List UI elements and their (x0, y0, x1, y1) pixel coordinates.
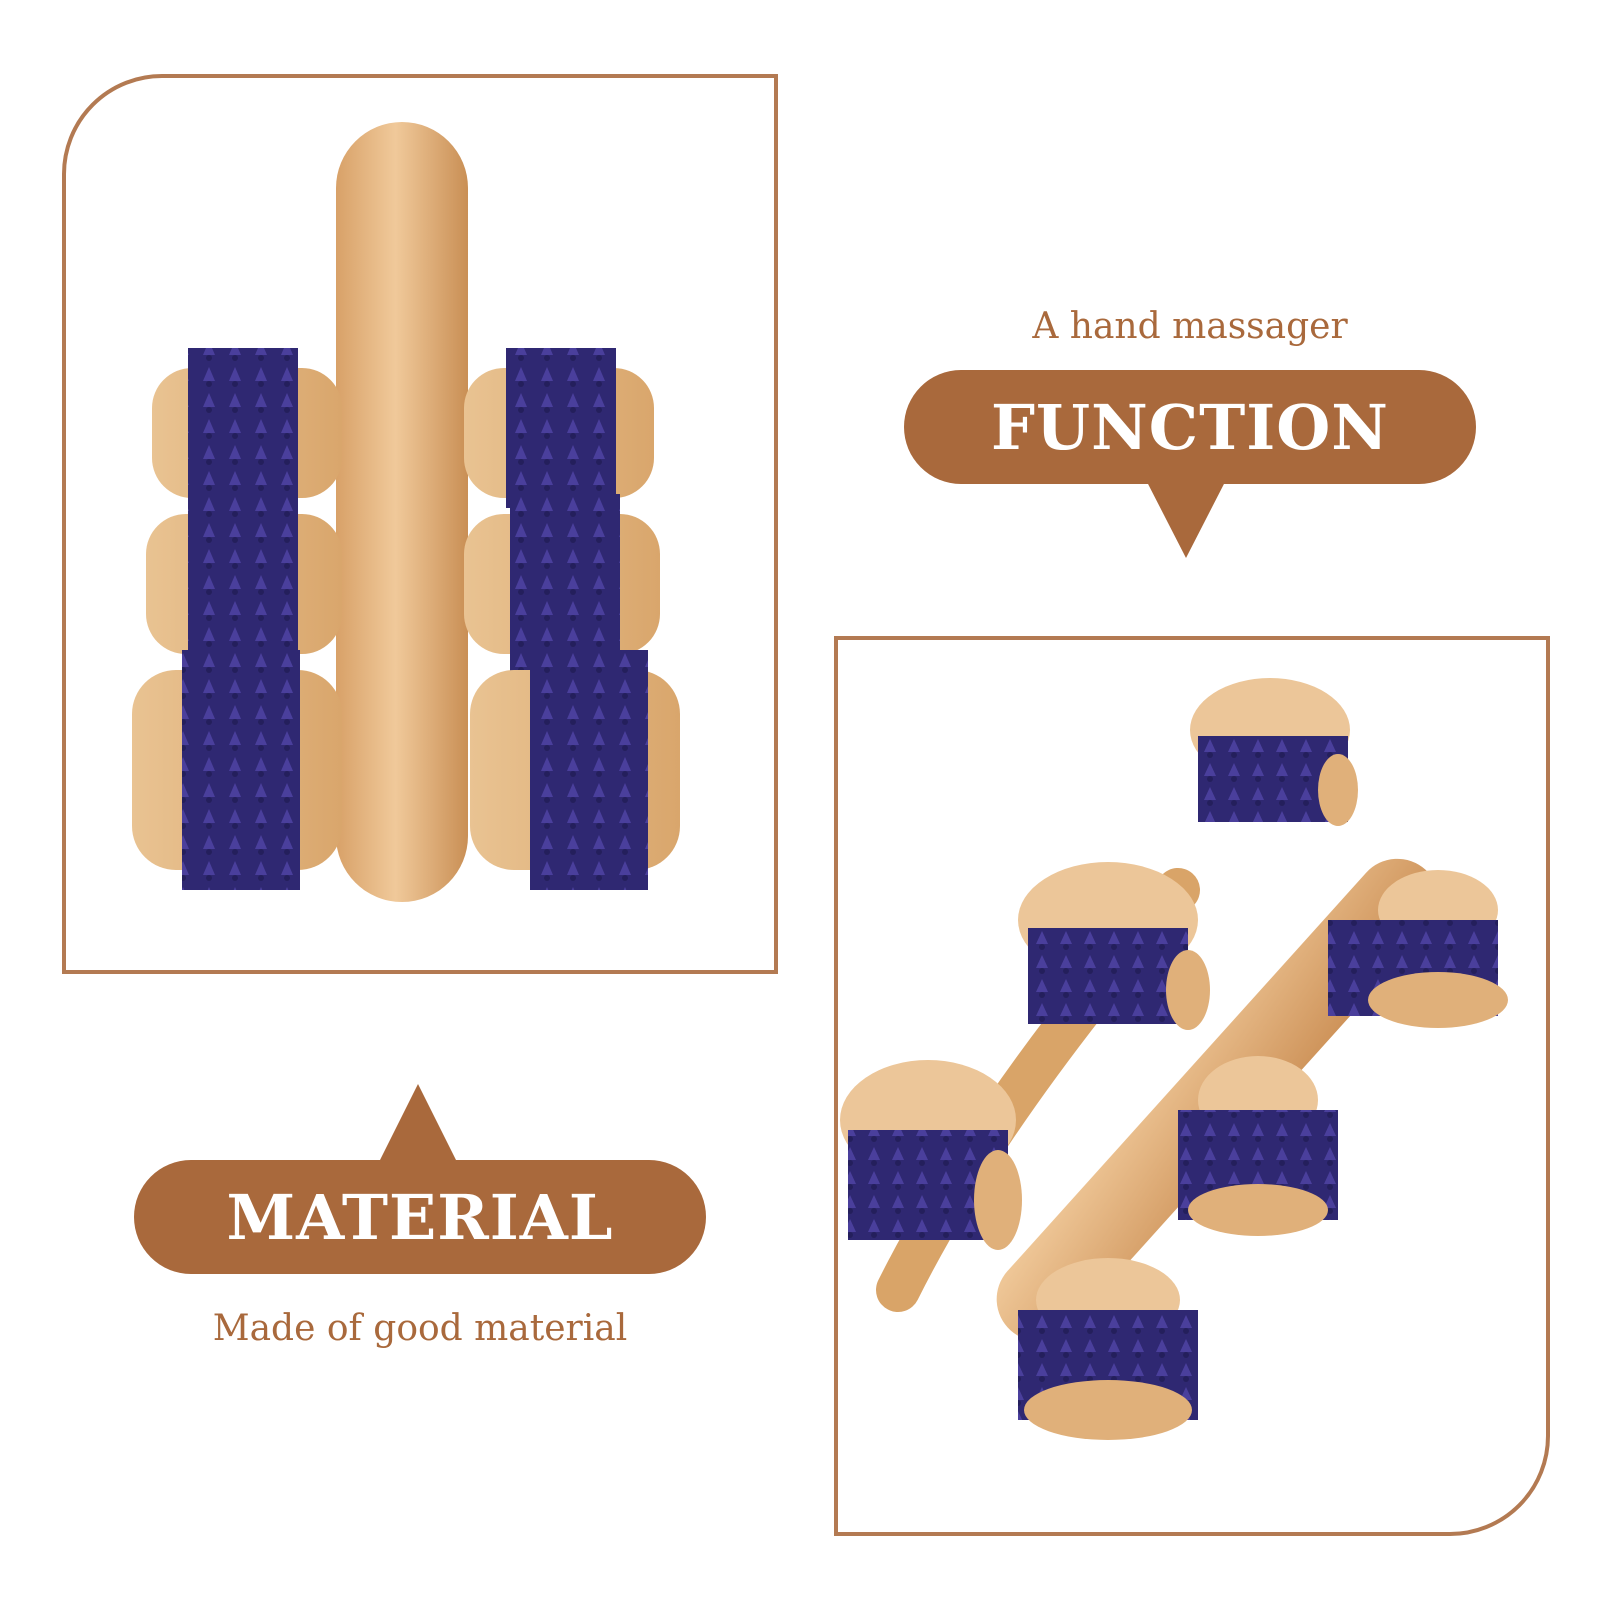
material-label: MATERIAL (134, 1160, 706, 1274)
function-caption: A hand massager (1032, 306, 1348, 347)
massager-top-view-illustration (132, 122, 680, 902)
roller-4 (840, 1060, 1022, 1250)
roller-right-2 (464, 494, 660, 674)
massager-angled-view-illustration (840, 678, 1508, 1440)
roller-3 (1328, 870, 1508, 1028)
roller-2 (1018, 862, 1210, 1030)
product-image-angled-view (834, 636, 1550, 1536)
product-image-top-view (62, 74, 778, 974)
material-caption: Made of good material (212, 1308, 628, 1349)
roller-left-1 (152, 348, 342, 508)
roller-left-3 (132, 650, 342, 890)
function-pointer-arrow (1146, 480, 1226, 558)
handle (336, 122, 468, 902)
roller-1 (1190, 678, 1358, 826)
roller-right-3 (470, 650, 680, 890)
roller-6 (1018, 1258, 1198, 1440)
roller-5 (1178, 1056, 1338, 1236)
function-label: FUNCTION (904, 370, 1476, 484)
roller-left-2 (146, 494, 342, 674)
roller-right-1 (464, 348, 654, 508)
material-pointer-arrow (378, 1084, 458, 1164)
